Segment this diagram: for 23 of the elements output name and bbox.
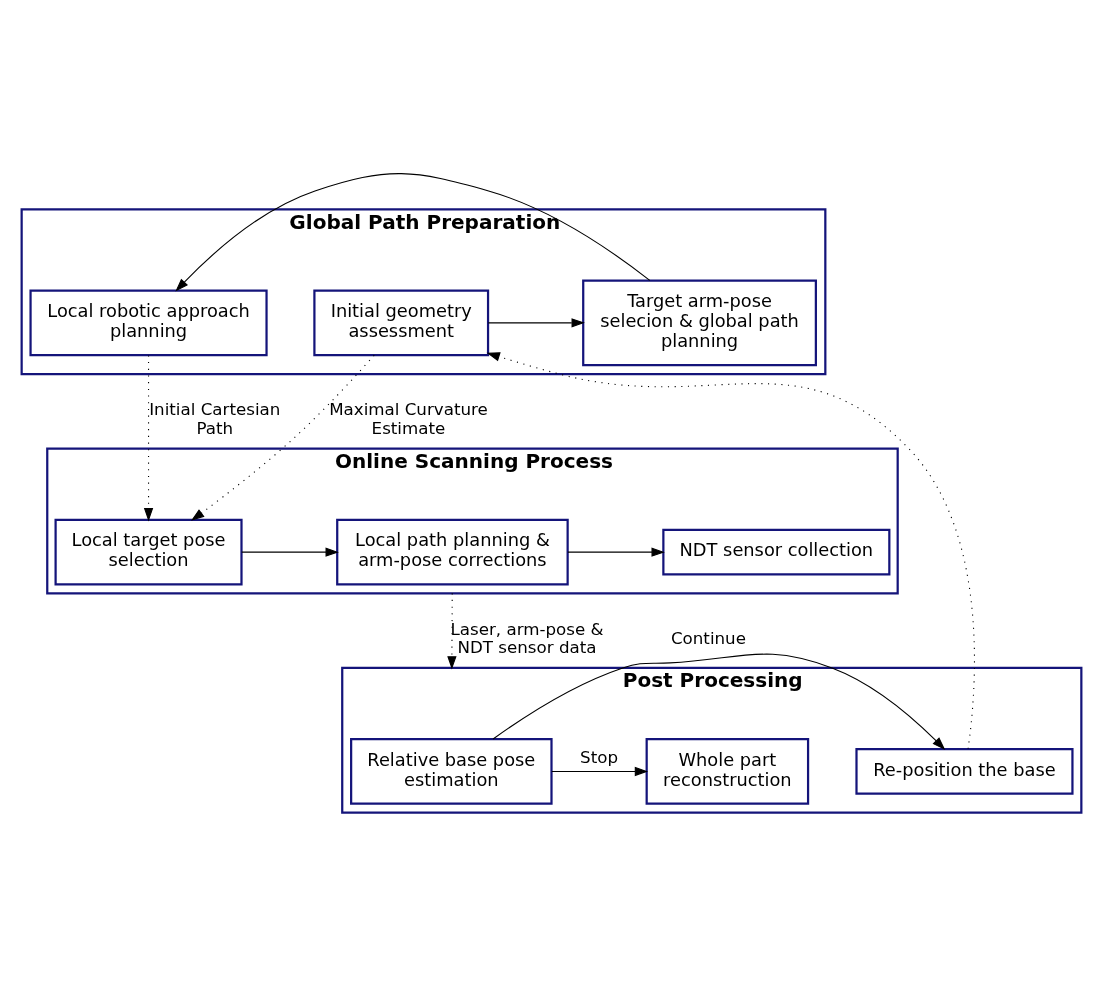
edge-label: Stop <box>580 747 619 767</box>
edge-label: Laser, arm-pose & NDT sensor data <box>450 619 604 658</box>
arrow <box>175 173 651 292</box>
edge-label: Continue <box>670 629 746 648</box>
edge-label: Maximal Curvature Estimate <box>329 400 488 439</box>
node-box: Local robotic approach planning <box>29 289 268 357</box>
node-box: NDT sensor collection <box>662 528 891 576</box>
arrow <box>551 766 649 777</box>
arrow <box>241 547 339 557</box>
node-box: Initial geometry assessment <box>313 289 490 357</box>
node-box: Re-position the base <box>855 748 1074 795</box>
arrow <box>487 318 585 328</box>
arrow <box>447 592 457 670</box>
arrow <box>567 547 665 557</box>
node-box: Local target pose selection <box>54 518 243 586</box>
node-box: Relative base pose estimation <box>350 738 553 805</box>
arrow <box>492 653 946 751</box>
arrow <box>191 354 375 521</box>
arrow <box>486 352 975 750</box>
node-box: Local path planning & arm-pose corrections <box>336 518 569 586</box>
edge-label: Initial Cartesian Path <box>149 400 281 439</box>
node-box: Target arm-pose selecion & global path planning <box>582 279 817 367</box>
node-box: Whole part reconstruction <box>645 738 810 805</box>
